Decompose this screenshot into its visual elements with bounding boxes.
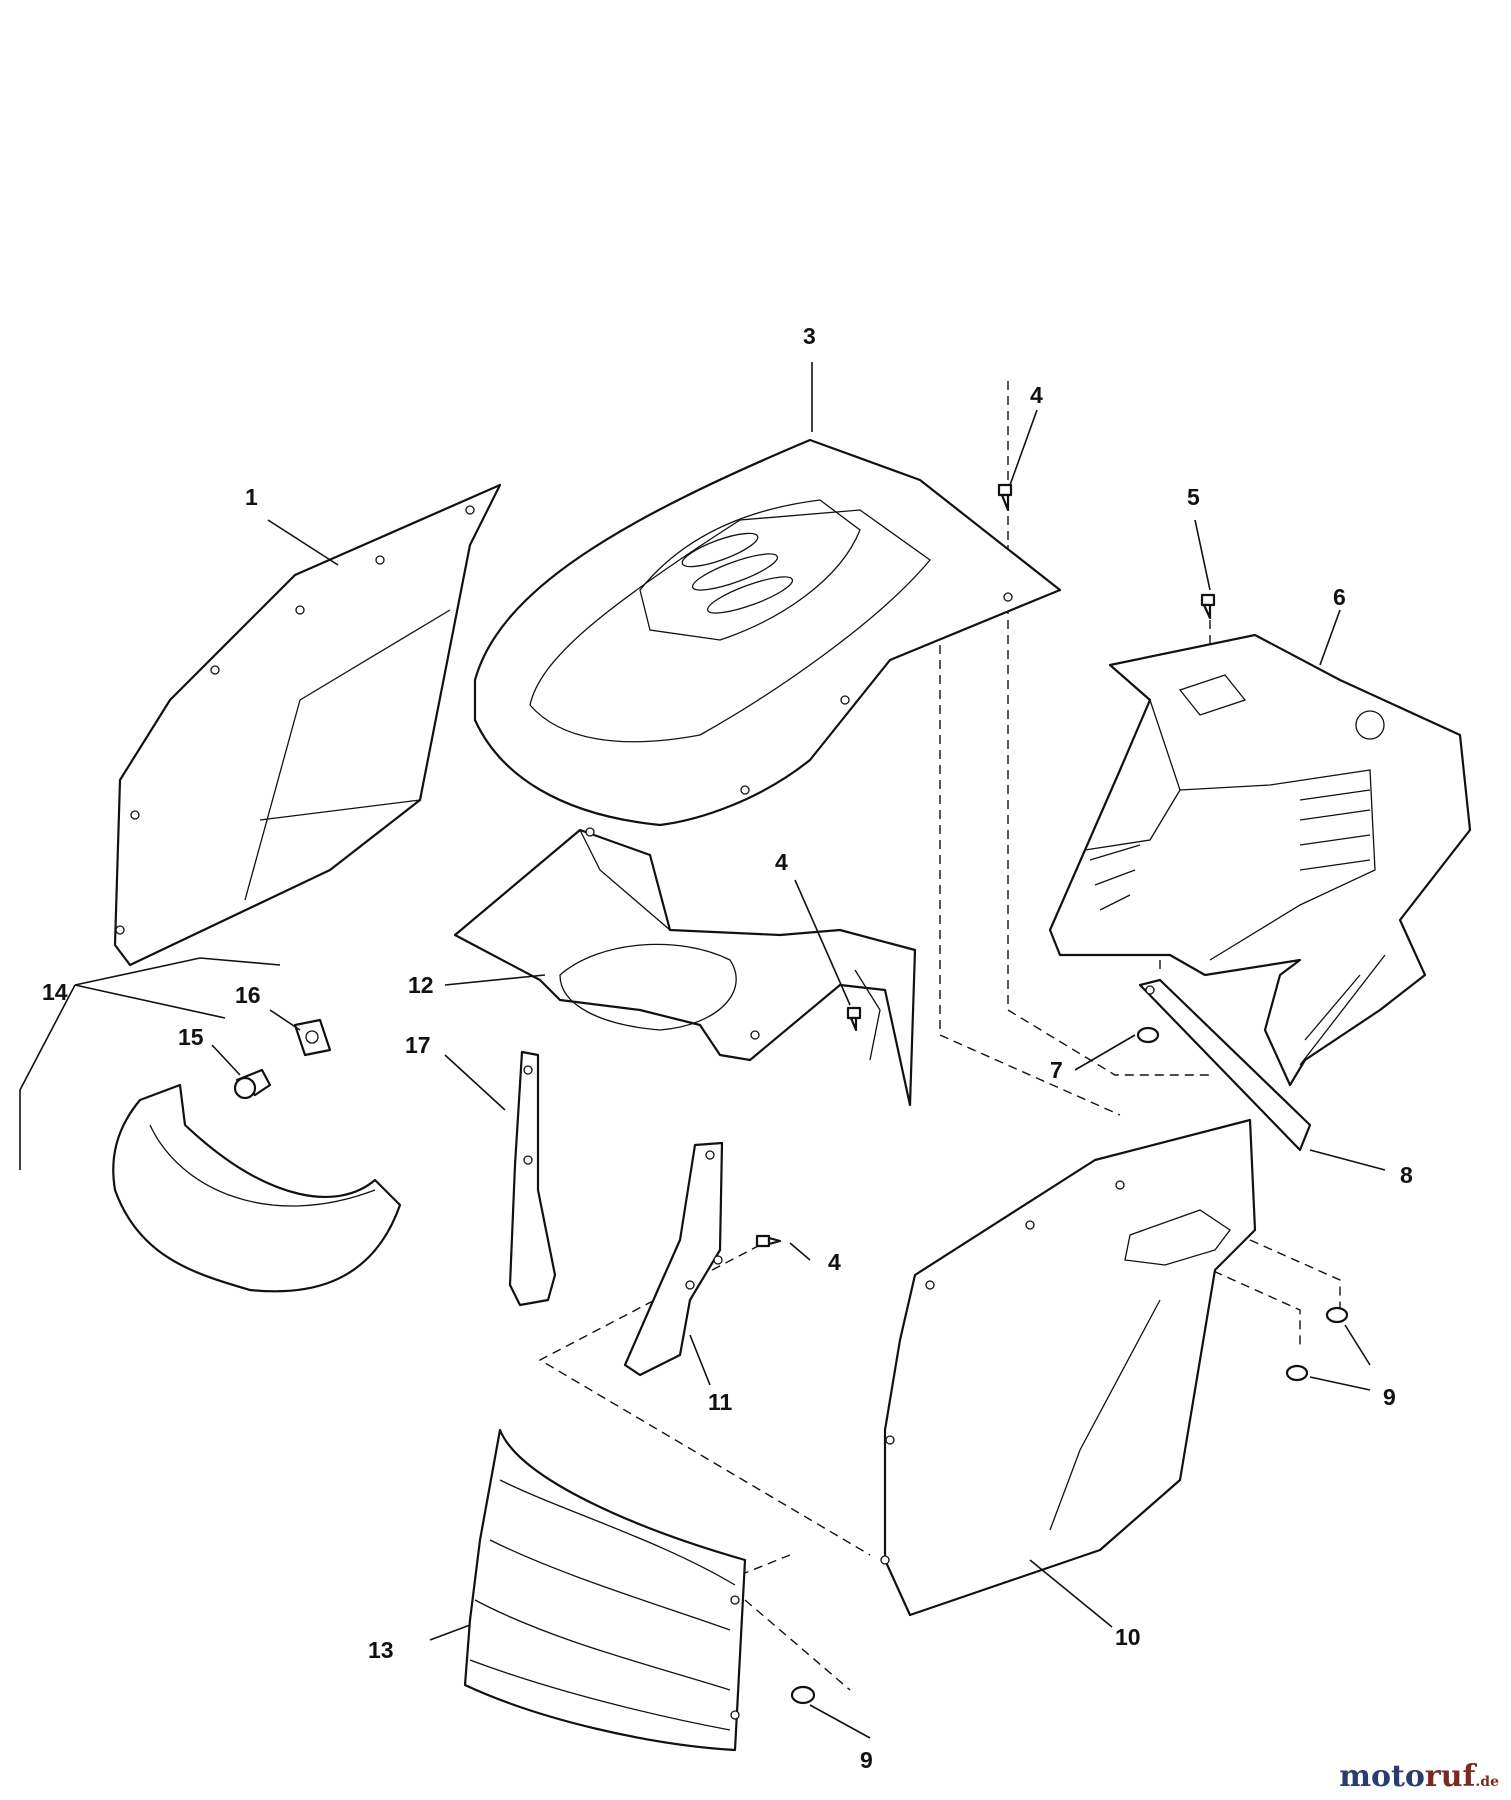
callout-4-top: 4 bbox=[1030, 382, 1043, 408]
part-11-bracket bbox=[623, 1141, 724, 1377]
callout-7: 7 bbox=[1050, 1057, 1063, 1083]
callout-numbers: 3 1 4 5 6 4 12 14 16 15 17 7 8 4 11 9 10… bbox=[42, 323, 1413, 1773]
callout-leader-lines bbox=[19, 362, 1386, 1739]
callout-14: 14 bbox=[42, 979, 68, 1005]
callout-10: 10 bbox=[1115, 1624, 1141, 1650]
watermark-logo: motoruf.de bbox=[1339, 1759, 1499, 1794]
callout-8: 8 bbox=[1400, 1162, 1413, 1188]
part-14-front-bumper bbox=[112, 1083, 402, 1293]
part-8-support-strap bbox=[1138, 978, 1312, 1152]
callout-6: 6 bbox=[1333, 584, 1346, 610]
part-3-hood-top bbox=[473, 438, 1062, 827]
callout-1: 1 bbox=[245, 484, 258, 510]
callout-4-lower: 4 bbox=[828, 1249, 841, 1275]
watermark-ruf: ruf bbox=[1424, 1759, 1476, 1794]
hardware-bolts-nuts bbox=[233, 483, 1349, 1705]
callout-5: 5 bbox=[1187, 484, 1200, 510]
callout-12: 12 bbox=[408, 972, 434, 998]
part-1-hood-side-panel bbox=[113, 483, 502, 967]
callout-3: 3 bbox=[803, 323, 816, 349]
callout-9-bottom: 9 bbox=[860, 1747, 873, 1773]
callout-4-middle: 4 bbox=[775, 849, 788, 875]
callout-15: 15 bbox=[178, 1024, 204, 1050]
callout-9-right: 9 bbox=[1383, 1384, 1396, 1410]
watermark-moto: moto bbox=[1339, 1759, 1425, 1794]
part-10-side-panel bbox=[880, 1118, 1257, 1617]
part-12-lower-shroud bbox=[453, 827, 917, 1107]
part-13-grille bbox=[463, 1428, 747, 1752]
callout-13: 13 bbox=[368, 1637, 394, 1663]
callout-11: 11 bbox=[708, 1389, 733, 1415]
part-17-bracket bbox=[508, 1050, 557, 1307]
part-6-dash-console bbox=[1048, 633, 1472, 1087]
watermark-domain: .de bbox=[1475, 1774, 1499, 1790]
callout-17: 17 bbox=[405, 1032, 431, 1058]
callout-16: 16 bbox=[235, 982, 261, 1008]
